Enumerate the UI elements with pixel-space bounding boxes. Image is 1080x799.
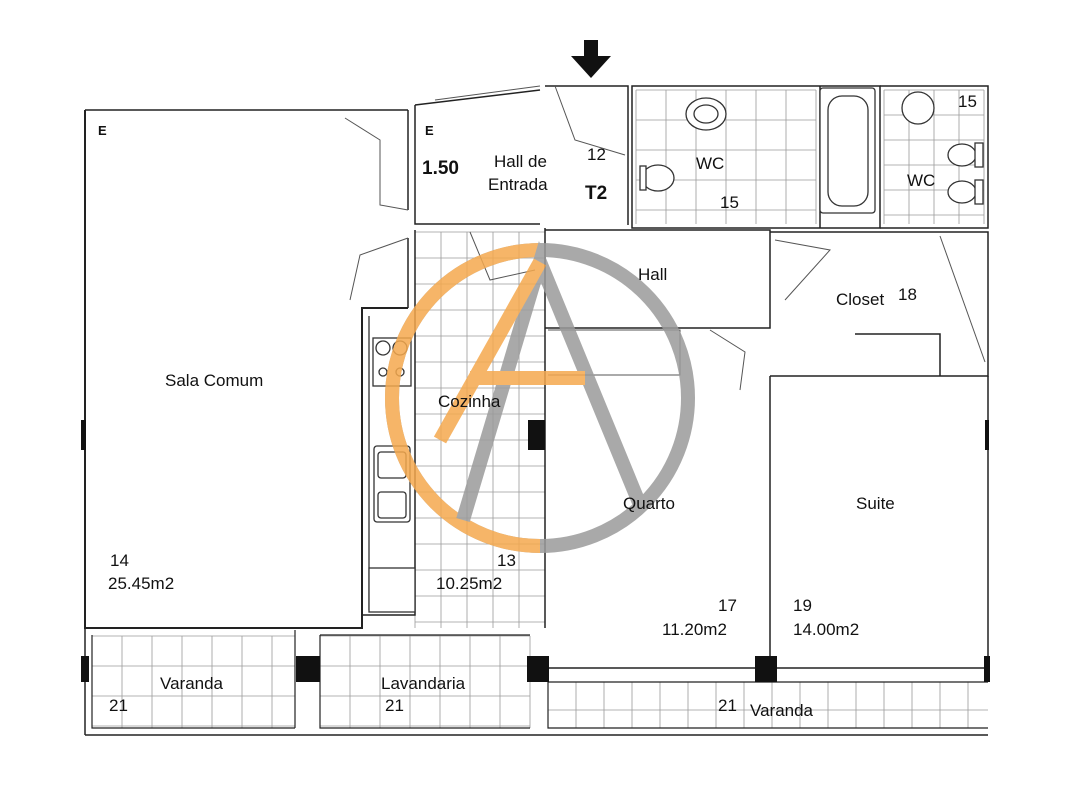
hall-entrada-number: 12 bbox=[587, 145, 606, 164]
wc-main-name: WC bbox=[696, 154, 724, 173]
suite-area: 14.00m2 bbox=[793, 620, 859, 639]
electric-marker-sala: E bbox=[98, 123, 107, 138]
wc-main-number: 15 bbox=[720, 193, 739, 212]
quarto-area: 11.20m2 bbox=[662, 620, 727, 639]
hall-entrada-name-1: Hall de bbox=[494, 152, 547, 171]
closet-number: 18 bbox=[898, 285, 917, 304]
electric-marker-hall: E bbox=[425, 123, 434, 138]
room-labels: E E 1.50 Hall de Entrada 12 T2 WC 15 WC … bbox=[98, 92, 977, 720]
arrow-down-icon bbox=[571, 40, 611, 78]
varanda-right-name: Varanda bbox=[750, 701, 814, 720]
hall-name: Hall bbox=[638, 265, 667, 284]
circle-a-logo bbox=[385, 241, 695, 553]
varanda-left-number: 21 bbox=[109, 696, 128, 715]
entrance-width: 1.50 bbox=[422, 158, 459, 179]
suite-number: 19 bbox=[793, 596, 812, 615]
sala-number: 14 bbox=[110, 551, 129, 570]
varanda-left-name: Varanda bbox=[160, 674, 224, 693]
closet-name: Closet bbox=[836, 290, 884, 309]
wc-suite-number: 15 bbox=[958, 92, 977, 111]
quarto-name: Quarto bbox=[623, 494, 675, 513]
wc-suite-name: WC bbox=[907, 171, 935, 190]
lavandaria-number: 21 bbox=[385, 696, 404, 715]
cozinha-number: 13 bbox=[497, 551, 516, 570]
lavandaria-name: Lavandaria bbox=[381, 674, 466, 693]
sala-area: 25.45m2 bbox=[108, 574, 174, 593]
suite-name: Suite bbox=[856, 494, 895, 513]
varanda-right-number: 21 bbox=[718, 696, 737, 715]
quarto-number: 17 bbox=[718, 596, 737, 615]
typology: T2 bbox=[585, 183, 607, 204]
cozinha-name: Cozinha bbox=[438, 392, 501, 411]
hall-entrada-name-2: Entrada bbox=[488, 175, 548, 194]
sala-name: Sala Comum bbox=[165, 371, 263, 390]
cozinha-area: 10.25m2 bbox=[436, 574, 502, 593]
